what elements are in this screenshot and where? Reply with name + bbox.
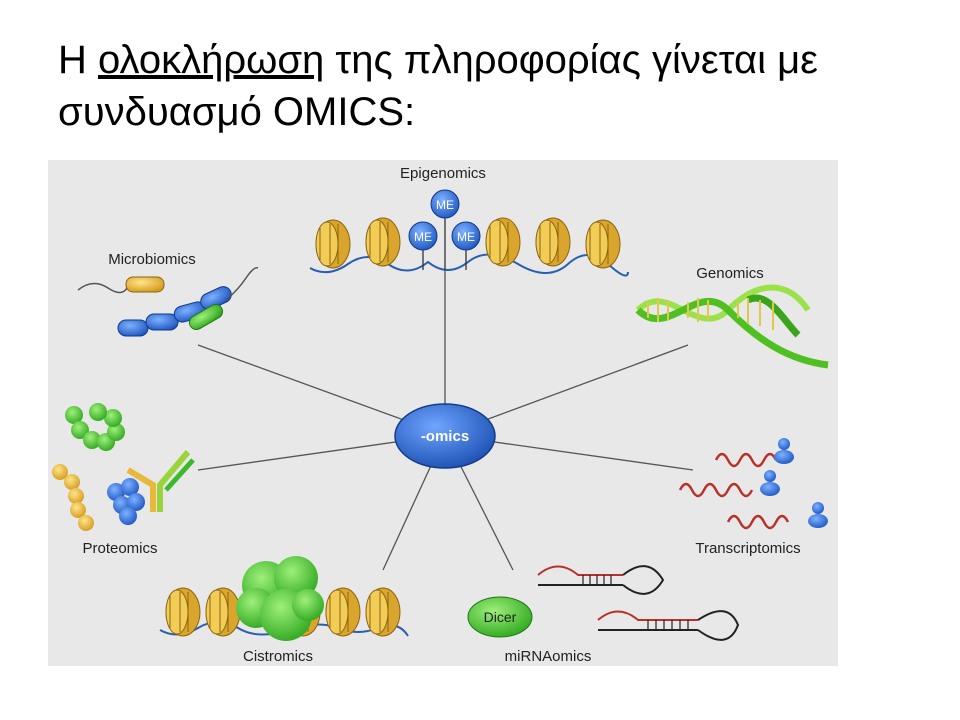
nucleosome-icon <box>365 587 401 637</box>
title-underlined-word: ολοκλήρωση <box>98 38 325 82</box>
proteomics-label: Proteomics <box>82 540 157 557</box>
cistromics-group: Cistromics <box>159 556 409 665</box>
rna-strand-icon <box>678 452 790 530</box>
nucleosome-icon <box>315 219 351 269</box>
genomics-group: Genomics <box>635 265 829 369</box>
nucleosome-icon <box>165 587 201 637</box>
nucleosome-icon <box>535 217 571 267</box>
methyl-label: ME <box>414 230 432 244</box>
title-part1: Η <box>58 38 98 82</box>
microbiomics-group: Microbiomics <box>77 251 259 337</box>
bacteria-icon <box>77 266 259 337</box>
omics-figure: -omics Epigenomics ME ME ME Genomics <box>48 160 838 666</box>
title-line2: συνδυασμό OMICS: <box>58 90 416 134</box>
methyl-group-icon: ME <box>408 221 438 251</box>
methyl-label: ME <box>436 198 454 212</box>
omics-hub: -omics <box>394 403 496 469</box>
methyl-label: ME <box>457 230 475 244</box>
mirna-hairpin-icon <box>537 565 740 641</box>
nucleosome-icon <box>205 587 241 637</box>
transcriptomics-group: Transcriptomics <box>678 438 828 557</box>
omics-diagram: -omics Epigenomics ME ME ME Genomics <box>52 165 829 665</box>
epigenomics-group: Epigenomics ME ME ME <box>309 165 629 277</box>
proteomics-group: Proteomics <box>52 403 195 557</box>
microbiomics-label: Microbiomics <box>108 251 196 268</box>
transcription-factor-icon <box>236 556 324 641</box>
methyl-group-icon: ME <box>430 189 460 219</box>
mirnaomics-group: miRNAomics Dicer <box>467 565 740 665</box>
genomics-label: Genomics <box>696 265 764 282</box>
mirnaomics-label: miRNAomics <box>505 648 592 665</box>
slide-title: Η ολοκλήρωση της πληροφορίας γίνεται με … <box>58 34 938 138</box>
ribosome-icon <box>760 438 828 528</box>
dicer-label: Dicer <box>484 609 517 625</box>
antibody-icon <box>126 450 195 512</box>
nucleosome-icon <box>485 217 521 267</box>
transcriptomics-label: Transcriptomics <box>695 540 800 557</box>
methyl-group-icon: ME <box>451 221 481 251</box>
title-part2: της πληροφορίας γίνεται με <box>324 38 818 82</box>
nucleosome-icon <box>325 587 361 637</box>
epigenomics-label: Epigenomics <box>400 165 486 182</box>
dicer-icon: Dicer <box>467 596 533 638</box>
nucleosome-icon <box>365 217 401 267</box>
nucleosome-icon <box>585 219 621 269</box>
epigenomics-dna-icon <box>309 253 629 277</box>
protein-chains-icon <box>52 403 145 531</box>
cistromics-label: Cistromics <box>243 648 313 665</box>
hub-label: -omics <box>421 428 469 445</box>
dna-helix-icon <box>635 284 829 369</box>
